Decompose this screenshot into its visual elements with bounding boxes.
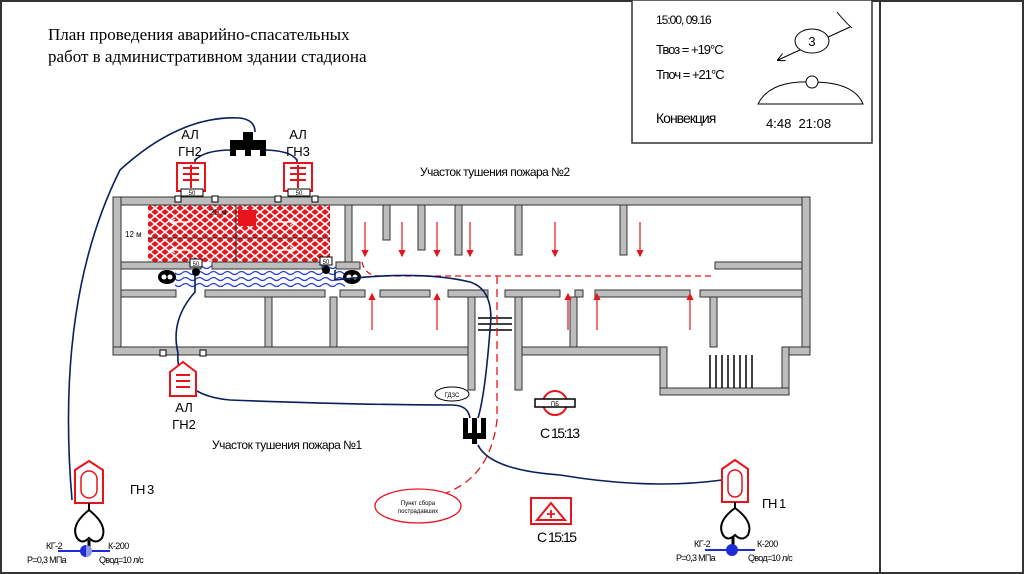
- title-line-2: работ в административном здании стадиона: [48, 47, 367, 66]
- casualty-collection-point: [374, 488, 462, 524]
- pressure-label: Р=0,3 МПа: [27, 555, 67, 565]
- aerial-ladder-3: АЛ ГН2: [169, 360, 197, 432]
- building-walls: [112, 196, 811, 396]
- engine-name: ГН 1: [762, 496, 786, 511]
- hose-line-connectors: [159, 195, 319, 357]
- sunrise-sunset: 4:48 21:08: [766, 116, 831, 131]
- hose-lines: [67, 117, 723, 501]
- fire-engine-gn3: ГН 3 КГ-2 К-200 Р=0,3 МПа Qвод=10 л/с: [27, 459, 155, 565]
- nozzle-label: 50: [296, 191, 303, 197]
- nozzle-icon: 50: [319, 256, 333, 274]
- ladder-unit: ГН2: [178, 144, 202, 159]
- fire-spread-arrows: [168, 218, 297, 254]
- safety-post-icon: ПБ: [534, 390, 576, 416]
- soil-temperature: Тпоч = +21°С: [656, 67, 724, 82]
- air-temperature: Твоз = +19°С: [656, 42, 723, 57]
- fire-engine-gn1: ГН 1 КГ-2 К-200 Р=0,3 МПа Qвод=10 л/с: [676, 458, 794, 563]
- title-line-1: План проведения аварийно-спасательных: [48, 25, 350, 44]
- flow-label: Qвод=10 л/с: [99, 555, 144, 565]
- dimension-lines: [148, 205, 330, 262]
- ladder-unit: ГН3: [286, 144, 310, 159]
- branch-manifold-icon: [463, 418, 486, 444]
- branch-manifold-icon: [230, 132, 266, 156]
- tank-label: К-200: [757, 539, 778, 549]
- sector-1-label: Участок тушения пожара №1: [212, 438, 363, 452]
- aerial-ladder-1: АЛ ГН2 50: [176, 127, 206, 197]
- casualty-point-line-1: Пункт сбора: [401, 501, 436, 507]
- flow-label: Qвод=10 л/с: [748, 553, 793, 563]
- ladder-label: АЛ: [181, 127, 199, 142]
- engine-name: ГН 3: [130, 482, 154, 497]
- medical-aid-icon: [530, 497, 572, 525]
- safety-post-time: С 15:13: [540, 425, 580, 441]
- sector-2-label: Участок тушения пожара №2: [420, 165, 571, 179]
- gdzs-post: [434, 386, 470, 402]
- svg-text:50: 50: [323, 260, 330, 266]
- movement-arrows: [361, 222, 694, 330]
- fire-source: [238, 210, 256, 226]
- datetime: 15:00, 09.16: [656, 13, 712, 27]
- ladder-label: АЛ: [289, 127, 307, 142]
- wind-speed: 3: [808, 34, 815, 49]
- wind-direction-icon: 3: [778, 11, 853, 60]
- smoke-exhauster-icon: [158, 270, 176, 284]
- nozzle-icon: 50: [189, 258, 203, 276]
- convection-label: Конвекция: [656, 110, 716, 126]
- ladder-label: АЛ: [175, 400, 193, 415]
- casualty-point-line-2: пострадавших: [398, 509, 438, 515]
- ladder-unit: ГН2: [172, 417, 196, 432]
- stairs: [478, 317, 753, 388]
- nozzle-label: 50: [189, 191, 196, 197]
- gdzs-label: ГДЗС: [445, 393, 460, 399]
- hydrant-label: КГ-2: [694, 539, 711, 549]
- pressure-label: Р=0,3 МПа: [676, 553, 716, 563]
- tank-label: К-200: [108, 541, 129, 551]
- dimension-width: 12 м: [125, 230, 142, 239]
- svg-text:50: 50: [193, 262, 200, 268]
- safety-post-label: ПБ: [551, 402, 559, 408]
- medical-aid-time: С 15:15: [537, 529, 577, 545]
- conditions-panel: 15:00, 09.16 Твоз = +19°С Тпоч = +21°С К…: [631, 0, 873, 144]
- hydrant-label: КГ-2: [46, 541, 63, 551]
- aerial-ladder-2: АЛ ГН3 50: [283, 127, 313, 197]
- sun-icon: [757, 75, 864, 105]
- dimension-length: 20 м: [210, 208, 227, 217]
